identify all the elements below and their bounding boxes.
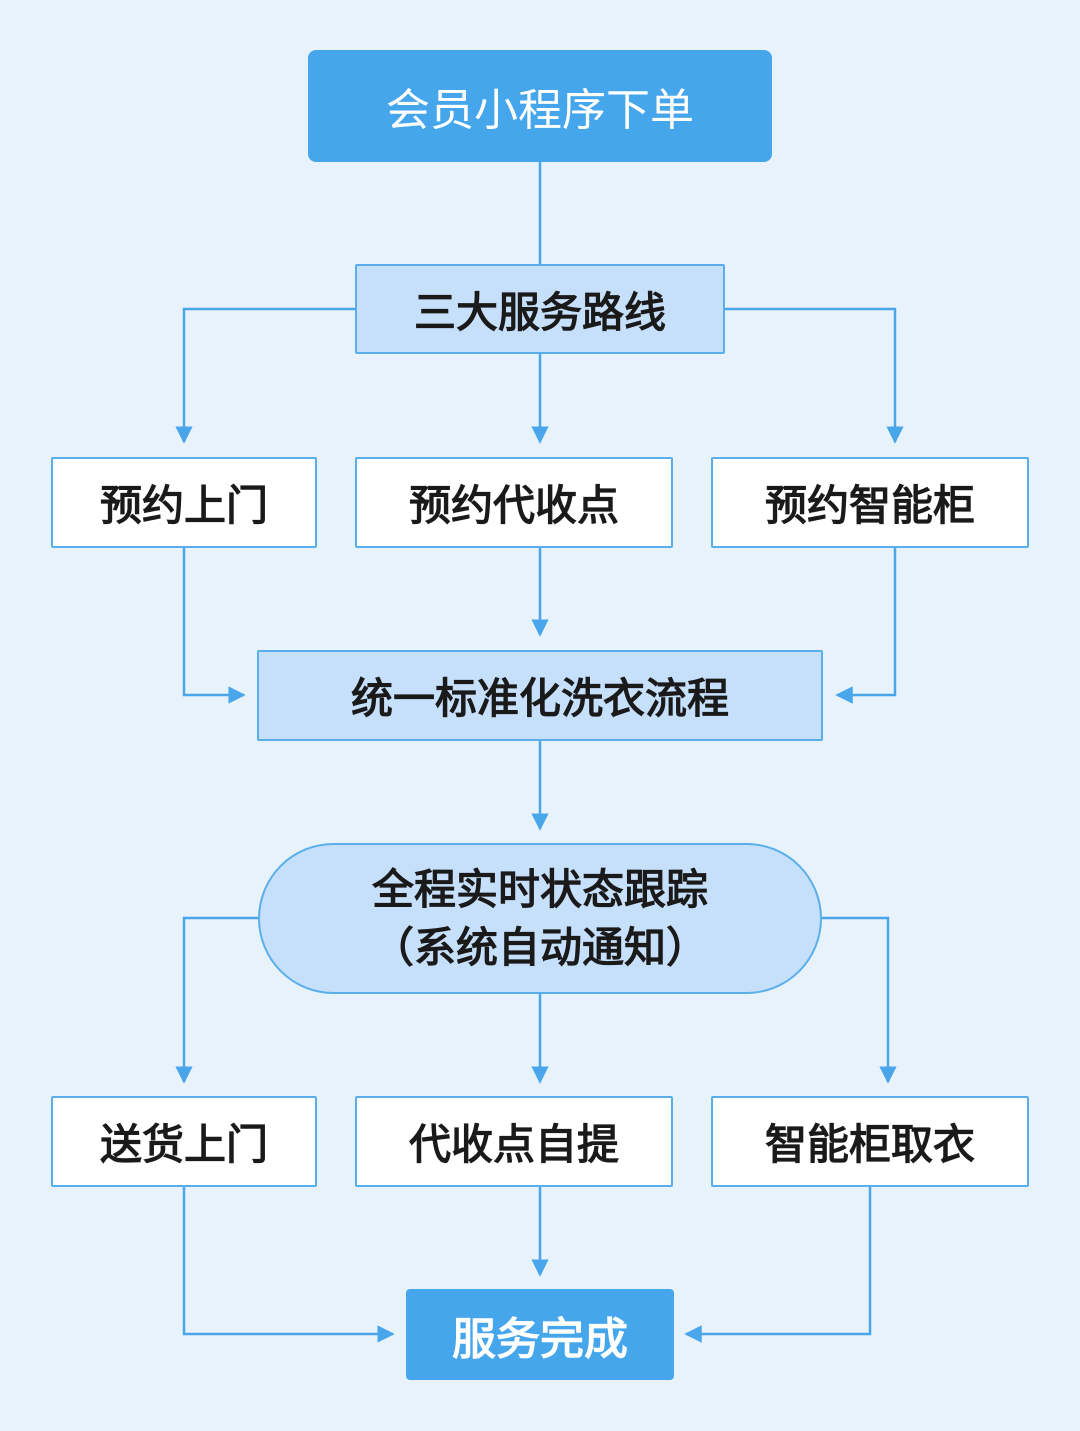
edge-tracking-to-delivery-1: [175, 916, 258, 1084]
node-delivery-smart-locker: 智能柜取衣: [711, 1096, 1029, 1187]
edge-route-3-to-process: [835, 548, 897, 704]
node-route-smart-locker: 预约智能柜: [711, 457, 1029, 548]
edge-hub-to-route-1: [175, 307, 355, 444]
node-start: 会员小程序下单: [308, 50, 772, 162]
node-delivery-home: 送货上门: [51, 1096, 317, 1187]
node-standard-process: 统一标准化洗衣流程: [257, 650, 823, 741]
edge-delivery-1-to-end: [182, 1187, 395, 1343]
node-route-pickup-point: 预约代收点: [355, 457, 673, 548]
node-tracking: 全程实时状态跟踪 （系统自动通知）: [258, 843, 822, 994]
tracking-line-2: （系统自动通知）: [371, 922, 708, 972]
edge-delivery-3-to-end: [684, 1187, 872, 1343]
tracking-line-1: 全程实时状态跟踪: [371, 864, 708, 914]
edge-tracking-to-delivery-3: [822, 916, 897, 1084]
node-routes-hub: 三大服务路线: [355, 264, 725, 354]
node-delivery-pickup-point: 代收点自提: [355, 1096, 673, 1187]
node-service-complete: 服务完成: [406, 1289, 674, 1380]
edge-hub-to-route-3: [724, 307, 904, 444]
node-route-home: 预约上门: [51, 457, 317, 548]
edge-route-1-to-process: [182, 548, 246, 704]
